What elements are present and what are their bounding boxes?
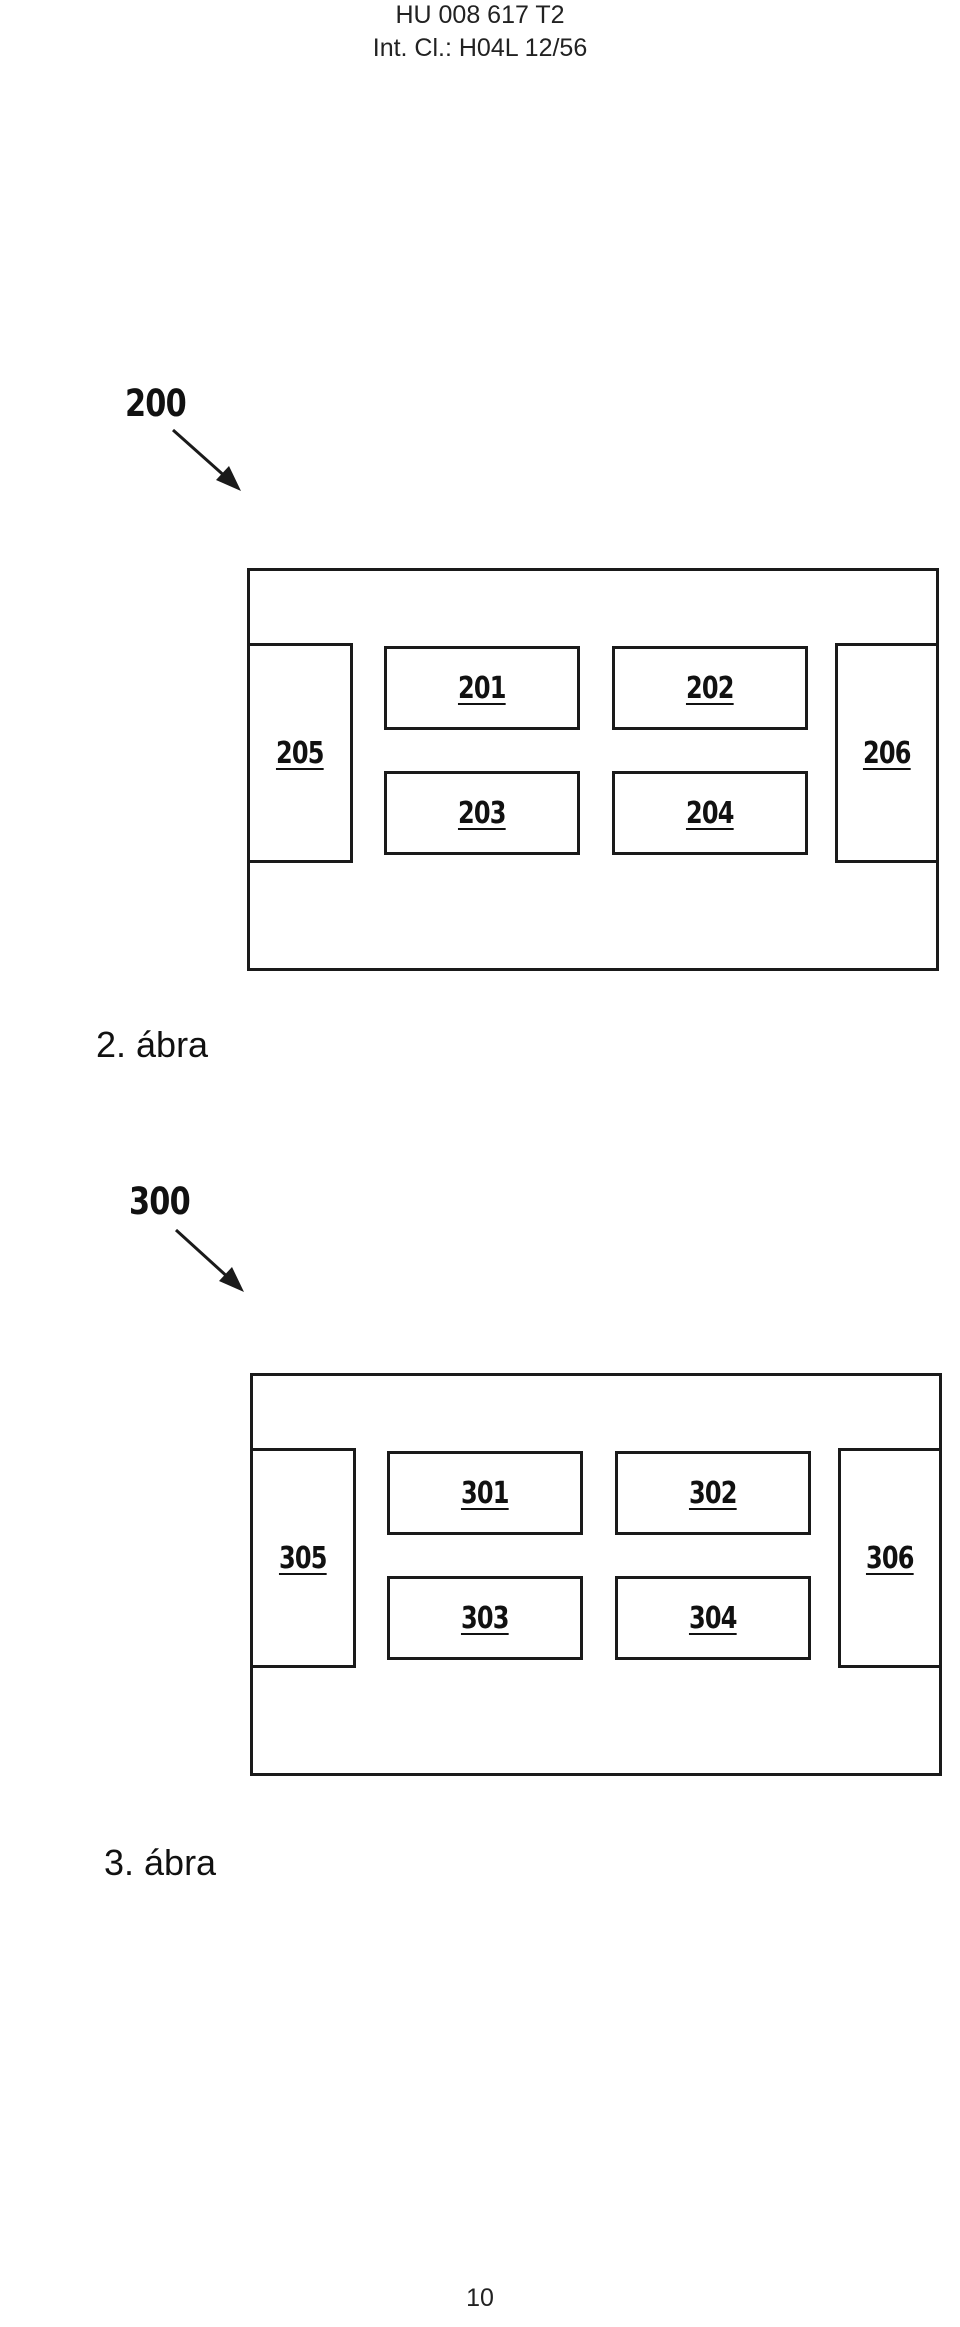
- box-label: 205: [276, 735, 324, 771]
- classification: Int. Cl.: H04L 12/56: [372, 34, 588, 62]
- box-label: 202: [686, 670, 734, 706]
- box-label: 305: [279, 1540, 327, 1576]
- figure-3-box-306: 306: [838, 1448, 942, 1668]
- figure-2-box-205: 205: [247, 643, 353, 863]
- box-label: 301: [461, 1475, 509, 1511]
- figure-2-reference-numeral: 200: [125, 382, 187, 425]
- figure-2-box-206: 206: [835, 643, 939, 863]
- box-label: 204: [686, 795, 734, 831]
- figure-3-reference-numeral: 300: [129, 1180, 191, 1223]
- figure-2-box-201: 201: [384, 646, 580, 730]
- box-label: 203: [458, 795, 506, 831]
- figure-3-box-305: 305: [250, 1448, 356, 1668]
- figure-3-box-302: 302: [615, 1451, 811, 1535]
- figure-3-box-304: 304: [615, 1576, 811, 1660]
- figure-3-caption: 3. ábra: [104, 1842, 217, 1883]
- figure-2-box-204: 204: [612, 771, 808, 855]
- document-number: HU 008 617 T2: [395, 1, 565, 29]
- box-label: 201: [458, 670, 506, 706]
- box-label: 206: [863, 735, 911, 771]
- box-label: 302: [689, 1475, 737, 1511]
- box-label: 303: [461, 1600, 509, 1636]
- figure-2-box-202: 202: [612, 646, 808, 730]
- box-label: 304: [689, 1600, 737, 1636]
- figure-2-box-203: 203: [384, 771, 580, 855]
- figure-3-box-301: 301: [387, 1451, 583, 1535]
- box-label: 306: [866, 1540, 914, 1576]
- figure-3-box-303: 303: [387, 1576, 583, 1660]
- page-number: 10: [466, 2284, 494, 2312]
- figure-2-caption: 2. ábra: [96, 1024, 209, 1065]
